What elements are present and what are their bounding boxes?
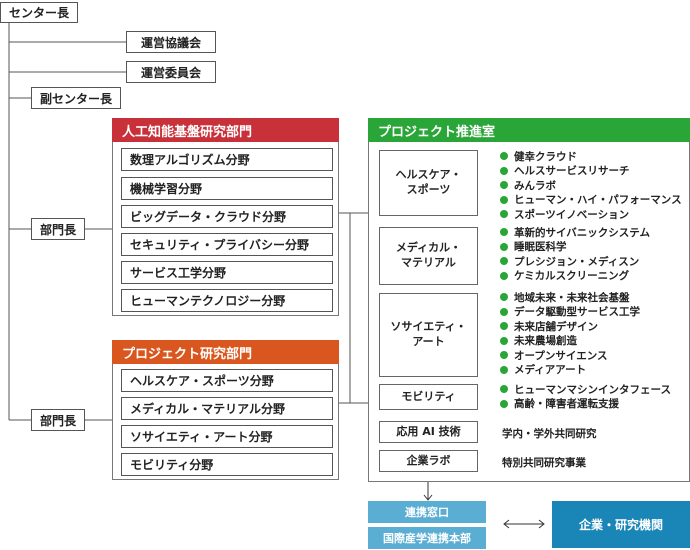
ai-field-item: 機械学習分野: [121, 177, 333, 200]
bullet-dot-icon: [500, 336, 508, 345]
bullet-dot-icon: [500, 195, 508, 204]
bullet-dot-icon: [500, 152, 508, 161]
bullet-dot-icon: [500, 293, 508, 302]
promotion-office-panel: プロジェクト推進室 ヘルスケア・ スポーツ 健幸クラウド ヘルスサービスリサーチ…: [368, 118, 690, 482]
industry-office-box: 国際産学連携本部: [368, 527, 486, 549]
division-head-box: 部門長: [31, 409, 85, 431]
category-label: マテリアル: [401, 256, 456, 269]
list-item: ヒューマン・ハイ・パフォーマンス: [500, 193, 682, 208]
director-label: センター長: [8, 6, 69, 20]
applied-ai-box: 応用 AI 技術: [379, 421, 478, 443]
project-division-title: プロジェクト研究部門: [112, 340, 339, 364]
list-item: 未来店舗デザイン: [500, 319, 640, 334]
promotion-office-title: プロジェクト推進室: [368, 118, 690, 142]
list-item: ヒューマンマシンインタフェース: [500, 382, 671, 397]
list-item: メディアアート: [500, 363, 640, 378]
ai-field-item: 数理アルゴリズム分野: [121, 148, 333, 171]
bullet-dot-icon: [500, 257, 508, 266]
project-division-panel: プロジェクト研究部門 ヘルスケア・スポーツ分野 メディカル・マテリアル分野 ソサ…: [112, 340, 339, 480]
bullet-dot-icon: [500, 365, 508, 374]
project-list-medical: 革新的サイバニックシステム 睡眠医科学 プレシジョン・メディスン ケミカルスクリ…: [500, 225, 650, 283]
project-field-item: モビリティ分野: [121, 453, 333, 476]
committee-label: 運営委員会: [140, 65, 201, 80]
ai-field-item: ヒューマンテクノロジー分野: [121, 289, 333, 312]
council-box: 運営協議会: [126, 31, 216, 53]
division-head-label: 部門長: [39, 413, 76, 428]
ai-field-item: ビッグデータ・クラウド分野: [121, 205, 333, 228]
list-item: プレシジョン・メディスン: [500, 254, 650, 269]
director-box: センター長: [0, 2, 78, 23]
list-item: ケミカルスクリーニング: [500, 269, 650, 284]
list-item: スポーツイノベーション: [500, 207, 682, 222]
project-field-item: メディカル・マテリアル分野: [121, 397, 333, 420]
list-item: 革新的サイバニックシステム: [500, 225, 650, 240]
category-medical: メディカル・ マテリアル: [379, 227, 478, 285]
bullet-dot-icon: [500, 271, 508, 280]
category-society: ソサイエティ・ アート: [379, 293, 478, 377]
bullet-dot-icon: [500, 399, 508, 408]
category-healthcare: ヘルスケア・ スポーツ: [379, 150, 478, 216]
category-label: ヘルスケア・: [395, 168, 462, 182]
list-item: データ駆動型サービス工学: [500, 305, 640, 320]
liaison-label: 連携窓口: [405, 506, 449, 519]
category-label: ソサイエティ・: [390, 320, 467, 334]
bullet-dot-icon: [500, 166, 508, 175]
bullet-dot-icon: [500, 242, 508, 251]
committee-box: 運営委員会: [126, 61, 216, 83]
project-list-society: 地域未来・未来社会基盤 データ駆動型サービス工学 未来店舗デザイン 未来農場創造…: [500, 290, 640, 377]
partners-box: 企業・研究機関: [552, 501, 690, 548]
category-mobility: モビリティ: [379, 384, 478, 410]
bullet-dot-icon: [500, 385, 508, 394]
category-label: スポーツ: [406, 183, 451, 196]
list-item: オープンサイエンス: [500, 348, 640, 363]
corporate-lab-note: 特別共同研究事業: [502, 457, 586, 469]
category-label: メディカル・: [395, 241, 462, 255]
vice-director-box: 副センター長: [31, 87, 121, 109]
list-item: ヘルスサービスリサーチ: [500, 164, 682, 179]
project-field-item: ヘルスケア・スポーツ分野: [121, 369, 333, 392]
vice-director-label: 副センター長: [39, 91, 112, 106]
bullet-dot-icon: [500, 351, 508, 360]
bullet-dot-icon: [500, 228, 508, 237]
bullet-dot-icon: [500, 322, 508, 331]
list-item: 地域未来・未来社会基盤: [500, 290, 640, 305]
project-list-healthcare: 健幸クラウド ヘルスサービスリサーチ みんラボ ヒューマン・ハイ・パフォーマンス…: [500, 149, 682, 222]
double-arrow-icon: [503, 519, 545, 529]
list-item: 未来農場創造: [500, 334, 640, 349]
division-head-label: 部門長: [39, 222, 76, 237]
applied-ai-note: 学内・学外共同研究: [502, 428, 597, 440]
project-field-item: ソサイエティ・アート分野: [121, 425, 333, 448]
category-label: アート: [412, 335, 445, 348]
partners-label: 企業・研究機関: [578, 518, 663, 532]
bullet-dot-icon: [500, 210, 508, 219]
ai-field-item: セキュリティ・プライバシー分野: [121, 233, 333, 256]
ai-division-panel: 人工知能基盤研究部門 数理アルゴリズム分野 機械学習分野 ビッグデータ・クラウド…: [112, 118, 339, 316]
category-label: モビリティ: [401, 389, 456, 403]
list-item: 睡眠医科学: [500, 240, 650, 255]
industry-office-label: 国際産学連携本部: [383, 532, 471, 545]
division-head-box: 部門長: [31, 218, 85, 240]
list-item: 健幸クラウド: [500, 149, 682, 164]
corporate-lab-label: 企業ラボ: [406, 453, 451, 467]
bullet-dot-icon: [500, 181, 508, 190]
ai-field-item: サービス工学分野: [121, 261, 333, 284]
list-item: みんラボ: [500, 178, 682, 193]
applied-ai-label: 応用 AI 技術: [396, 424, 461, 438]
corporate-lab-box: 企業ラボ: [379, 450, 478, 472]
ai-division-title: 人工知能基盤研究部門: [112, 118, 339, 142]
project-list-mobility: ヒューマンマシンインタフェース 高齢・障害者運転支援: [500, 382, 671, 411]
council-label: 運営協議会: [140, 35, 201, 50]
liaison-box: 連携窓口: [368, 501, 486, 523]
list-item: 高齢・障害者運転支援: [500, 397, 671, 412]
bullet-dot-icon: [500, 307, 508, 316]
